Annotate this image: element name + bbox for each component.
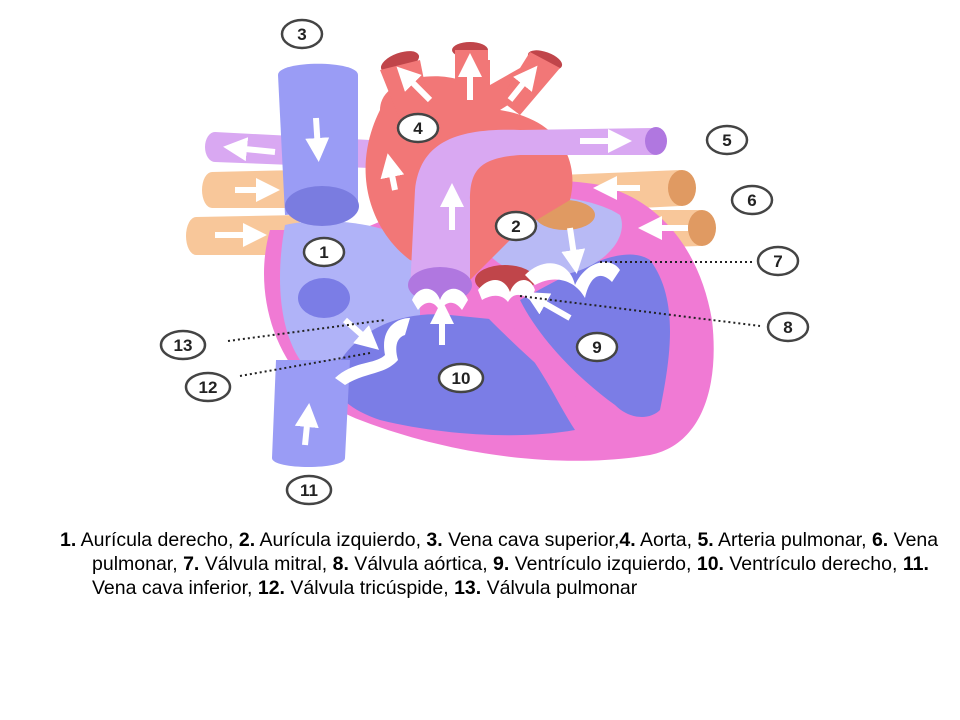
legend-text-5: Arteria pulmonar, — [713, 529, 872, 551]
marker-4: 4 — [396, 112, 440, 144]
legend-text-3: Vena cava superior, — [442, 529, 620, 551]
marker-12: 12 — [184, 371, 232, 403]
coronary-sinus — [298, 278, 350, 318]
pulmonary-artery-end — [645, 127, 667, 155]
legend-num-7: 7. — [183, 553, 200, 575]
septum — [480, 310, 630, 425]
marker-5: 5 — [705, 124, 749, 156]
legend-num-9: 9. — [493, 553, 510, 575]
legend-num-2: 2. — [238, 529, 256, 551]
marker-10: 10 — [437, 362, 485, 394]
legend: 1. Aurícula derecho, 2. Aurícula izquier… — [60, 528, 942, 600]
marker-13-label: 13 — [174, 336, 193, 355]
legend-text-7: Válvula mitral, — [199, 553, 333, 575]
leader-lines — [227, 261, 761, 377]
marker-1: 1 — [302, 236, 346, 268]
mitral-valve — [525, 262, 620, 298]
legend-text-13: Válvula pulmonar — [481, 577, 638, 599]
legend-text-4: Aorta, — [635, 529, 698, 551]
marker-11-label: 11 — [300, 481, 318, 500]
legend-num-3: 3. — [426, 529, 443, 551]
legend-num-5: 5. — [697, 529, 714, 551]
pulmonary-artery — [410, 128, 655, 290]
legend-text-6: Vena pulmonar, — [92, 529, 939, 575]
marker-4-label: 4 — [413, 119, 423, 138]
marker-7: 7 — [756, 245, 800, 277]
marker-5-label: 5 — [722, 131, 731, 150]
legend-text-2: Aurícula izquierdo, — [255, 529, 427, 551]
marker-12-label: 12 — [199, 378, 218, 397]
legend-text-8: Válvula aórtica, — [348, 553, 494, 575]
marker-9: 9 — [575, 331, 619, 363]
tricuspid-valve — [335, 318, 410, 385]
marker-6: 6 — [730, 184, 774, 216]
legend-num-12: 12. — [257, 577, 285, 599]
marker-3-label: 3 — [297, 25, 306, 44]
legend-num-4: 4. — [619, 529, 636, 551]
legend-num-13: 13. — [454, 577, 482, 599]
legend-text-11: Vena cava inferior, — [92, 577, 258, 599]
marker-2: 2 — [494, 210, 538, 242]
marker-9-label: 9 — [592, 338, 601, 357]
marker-8-label: 8 — [783, 318, 792, 337]
legend-text-1: Aurícula derecho, — [76, 529, 239, 551]
legend-num-8: 8. — [332, 553, 349, 575]
marker-13: 13 — [159, 329, 207, 361]
legend-num-10: 10. — [696, 553, 724, 575]
marker-7-label: 7 — [773, 252, 782, 271]
aortic-valve — [475, 265, 535, 302]
legend-num-11: 11. — [902, 553, 929, 575]
legend-num-6: 6. — [871, 529, 889, 551]
legend-text-12: Válvula tricúspide, — [284, 577, 455, 599]
legend-text-9: Ventrículo izquierdo, — [509, 553, 697, 575]
flow-arrows — [215, 53, 688, 446]
legend-text-10: Ventrículo derecho, — [723, 553, 903, 575]
marker-2-label: 2 — [511, 217, 520, 236]
marker-3: 3 — [280, 18, 324, 50]
marker-1-label: 1 — [319, 243, 328, 262]
marker-10-label: 10 — [452, 369, 471, 388]
marker-6-label: 6 — [747, 191, 756, 210]
legend-num-1: 1. — [60, 529, 77, 551]
heart-diagram: 1 2 3 4 5 6 7 8 9 10 11 12 13 — [159, 18, 810, 506]
marker-8: 8 — [766, 311, 810, 343]
marker-11: 11 — [285, 474, 333, 506]
